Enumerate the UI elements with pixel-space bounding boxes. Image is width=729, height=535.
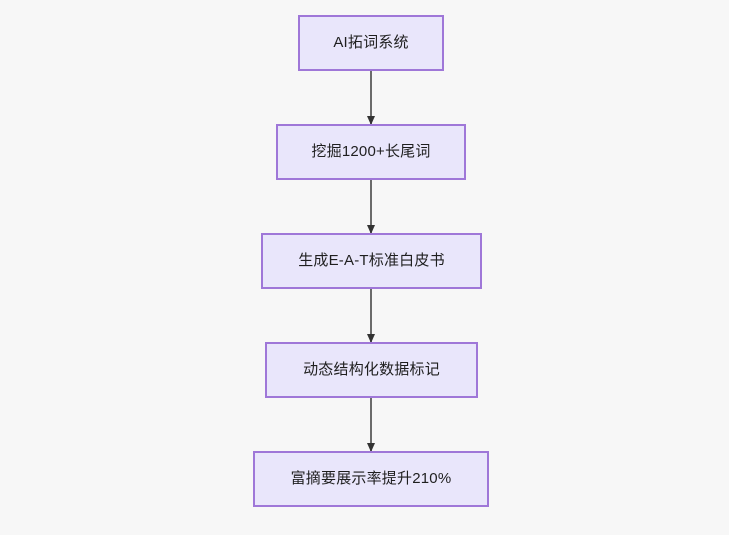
flowchart-node-label: 生成E-A-T标准白皮书 bbox=[298, 252, 445, 269]
flowchart-node-n2[interactable]: 挖掘1200+长尾词 bbox=[276, 124, 466, 180]
flowchart-node-label: 挖掘1200+长尾词 bbox=[311, 143, 431, 160]
flowchart-node-n3[interactable]: 生成E-A-T标准白皮书 bbox=[261, 233, 482, 289]
flowchart-node-label: 富摘要展示率提升210% bbox=[290, 470, 452, 487]
flowchart-node-label: 动态结构化数据标记 bbox=[303, 361, 440, 378]
flowchart-node-label: AI拓词系统 bbox=[333, 34, 409, 51]
flowchart-node-n1[interactable]: AI拓词系统 bbox=[298, 15, 444, 71]
flowchart-node-n4[interactable]: 动态结构化数据标记 bbox=[265, 342, 478, 398]
flowchart-node-n5[interactable]: 富摘要展示率提升210% bbox=[253, 451, 489, 507]
